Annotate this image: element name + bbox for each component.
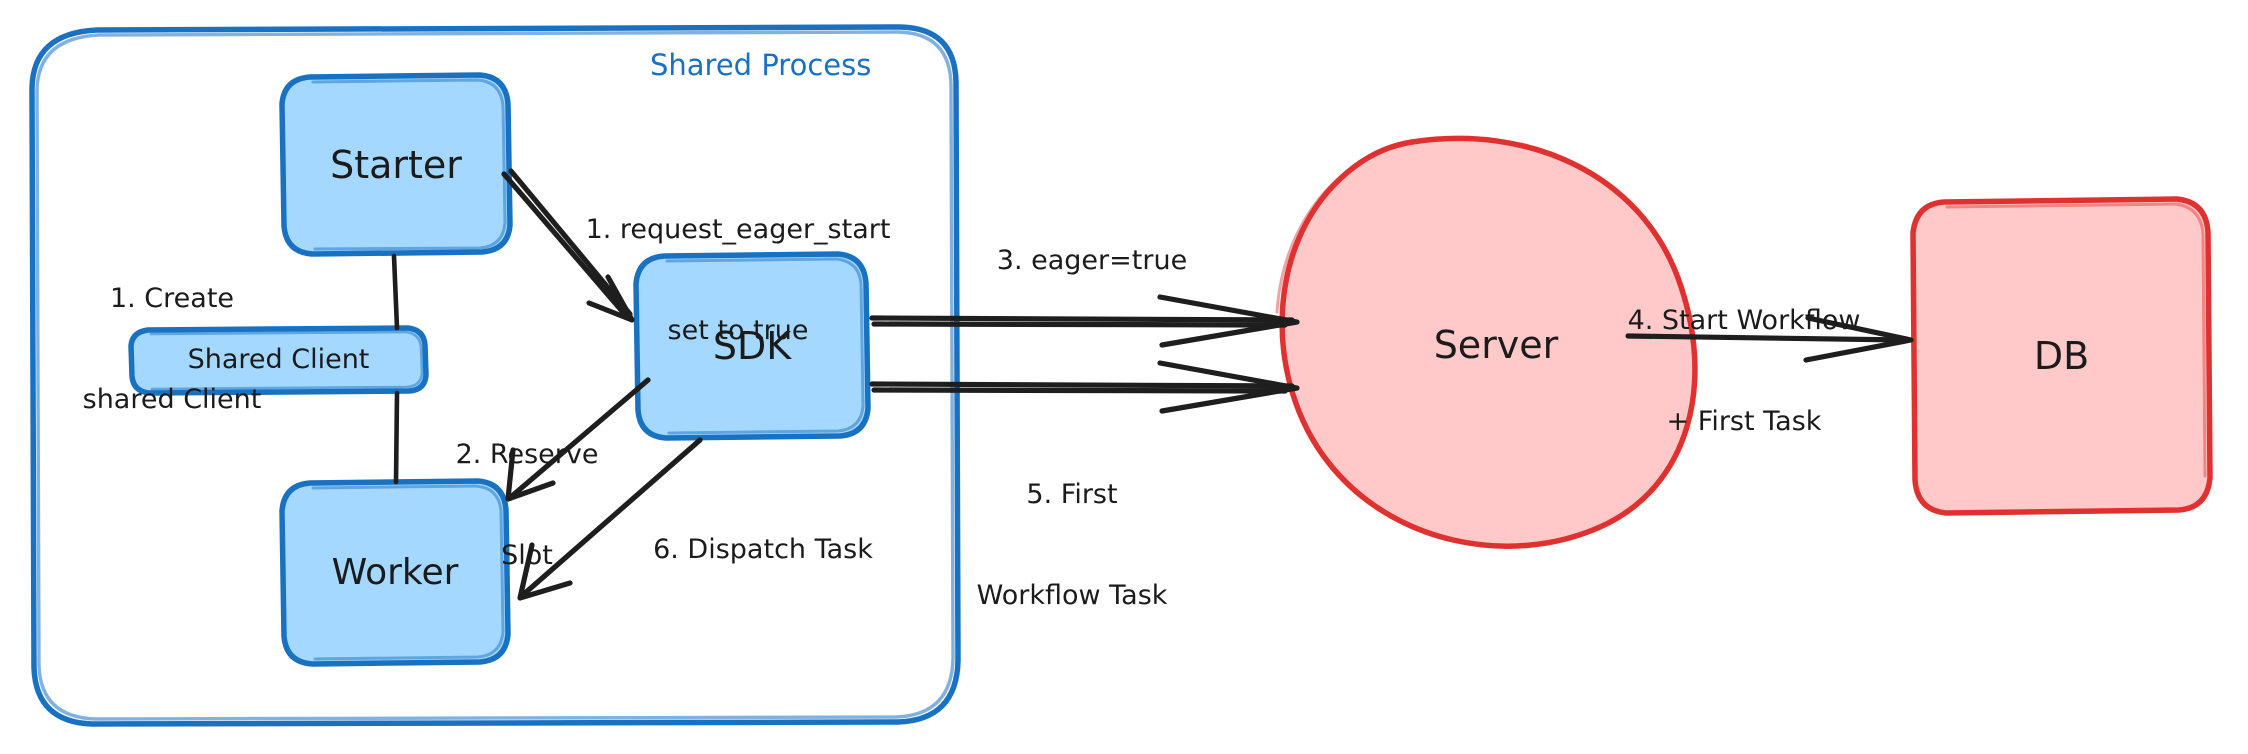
edge-label-request-eager-start: 1. request_eager_start set to true — [536, 145, 940, 415]
edge-dispatch-task — [517, 437, 703, 601]
edge-label-dispatch-task: 6. Dispatch Task — [653, 534, 873, 565]
node-worker-shape — [279, 478, 511, 667]
edge-label-reserve-slot: 2. Reserve Slot — [432, 370, 622, 640]
edge-create-shared-client — [391, 253, 400, 331]
edge-start-workflow — [1625, 315, 1914, 363]
edge-label-first-workflow-task-line2: Workflow Task — [976, 579, 1168, 611]
edge-shared-client-worker — [393, 390, 400, 485]
edge-first-workflow-task — [869, 360, 1300, 414]
edge-eager-true — [869, 294, 1300, 348]
node-server-shape — [1275, 135, 1698, 549]
edge-label-eager-true: 3. eager=true — [996, 245, 1188, 276]
edge-request-eager-start — [501, 168, 635, 323]
edge-label-first-workflow-task: 5. First Workflow Task — [942, 410, 1202, 680]
edge-label-create-shared-client-line1: 1. Create — [109, 282, 235, 314]
edge-label-reserve-slot-line2: Slot — [501, 539, 553, 571]
shared-process-title: Shared Process — [650, 48, 872, 82]
edge-label-create-shared-client-line2: shared Client — [82, 383, 262, 415]
edge-label-start-workflow: 4. Start Workflow + First Task — [1594, 236, 1894, 506]
edge-label-start-workflow-line2: + First Task — [1666, 405, 1822, 437]
node-sdk-shape — [633, 251, 871, 441]
shared-process-container — [29, 24, 961, 727]
edge-label-create-shared-client: 1. Create shared Client — [42, 214, 302, 484]
node-db-shape — [1910, 196, 2213, 516]
edge-label-request-eager-start-line2: set to true — [667, 314, 809, 346]
edge-reserve-slot — [505, 377, 651, 502]
node-shared-client-shape — [128, 325, 429, 396]
edge-label-request-eager-start-line1: 1. request_eager_start — [585, 213, 891, 245]
edge-label-start-workflow-line1: 4. Start Workflow — [1627, 304, 1861, 336]
node-starter-shape — [279, 72, 513, 257]
edge-label-reserve-slot-line1: 2. Reserve — [455, 438, 599, 470]
edge-label-first-workflow-task-line1: 5. First — [1026, 478, 1118, 510]
